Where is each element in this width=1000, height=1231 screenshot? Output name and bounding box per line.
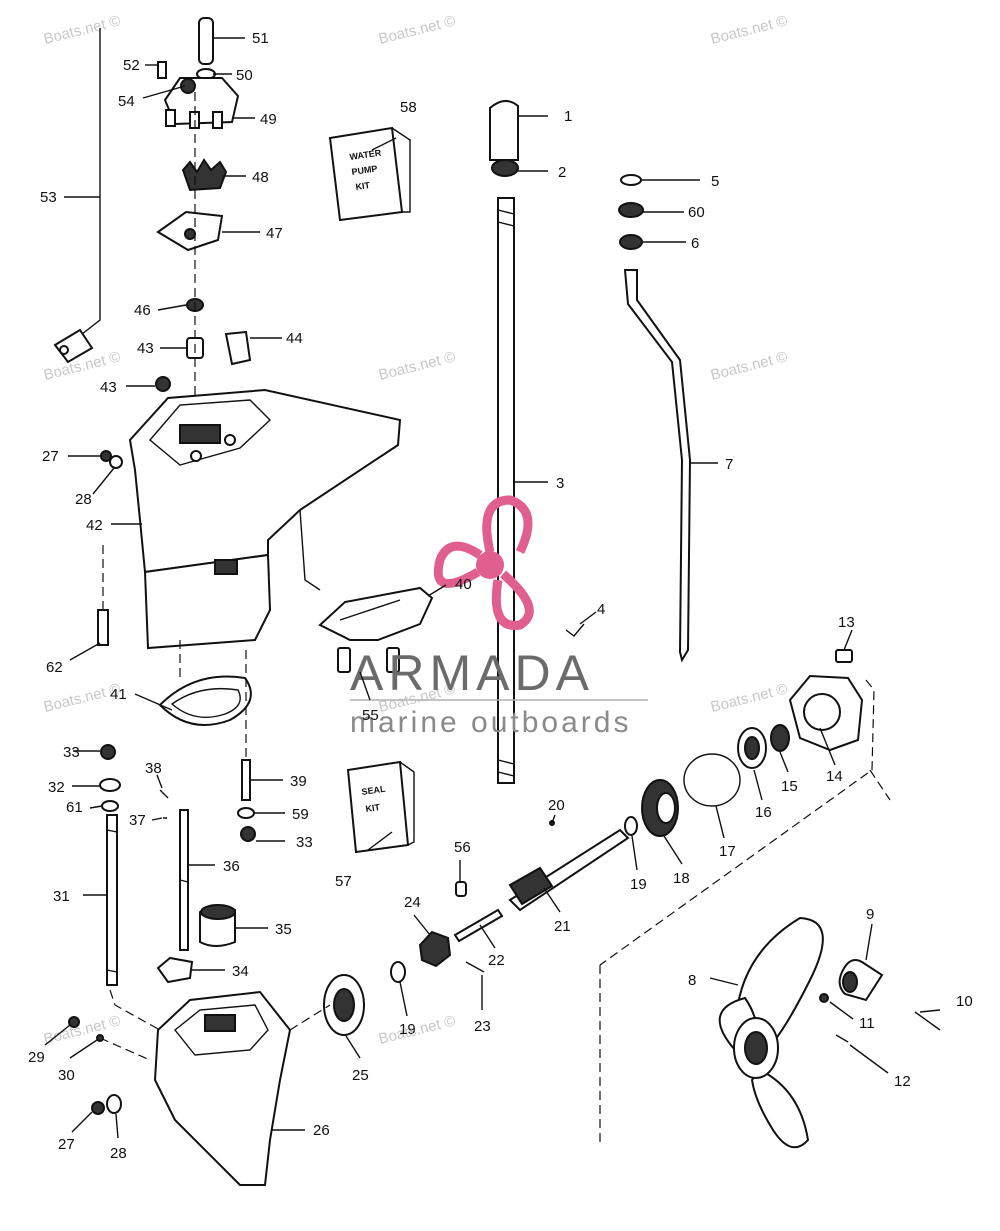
part-label: 59 bbox=[292, 806, 309, 823]
part-label: 18 bbox=[673, 870, 690, 887]
part-label: 10 bbox=[956, 993, 973, 1010]
part-label: 33 bbox=[63, 744, 80, 761]
part-label: 62 bbox=[46, 659, 63, 676]
part-label: 46 bbox=[134, 302, 151, 319]
part-label: 38 bbox=[145, 760, 162, 777]
part-label: 7 bbox=[725, 456, 733, 473]
shift-rod-7 bbox=[618, 174, 692, 663]
part-label: 6 bbox=[691, 235, 699, 252]
part-label: 8 bbox=[688, 972, 696, 989]
part-label: 29 bbox=[28, 1049, 45, 1066]
logo-name: ARMADA bbox=[350, 645, 594, 701]
driveshaft-housing-42 bbox=[128, 388, 402, 650]
part-label: 52 bbox=[123, 57, 140, 74]
part-label: 53 bbox=[40, 189, 57, 206]
part-label: 24 bbox=[404, 894, 421, 911]
watermark: Boats.net © bbox=[709, 680, 789, 716]
watermark: Boats.net © bbox=[42, 1012, 122, 1048]
part-label: 50 bbox=[236, 67, 253, 84]
part-label: 42 bbox=[86, 517, 103, 534]
kit-label-line: PUMP bbox=[351, 163, 378, 177]
part-label: 13 bbox=[838, 614, 855, 631]
kit-label-line: KIT bbox=[365, 802, 381, 814]
water-pump-kit-58: WATER PUMP KIT bbox=[328, 126, 411, 222]
part-label: 37 bbox=[129, 812, 146, 829]
part-label: 40 bbox=[455, 576, 472, 593]
part-label: 34 bbox=[232, 963, 249, 980]
gearcase-26 bbox=[153, 990, 292, 1186]
part-label: 49 bbox=[260, 111, 277, 128]
part-label: 27 bbox=[58, 1136, 75, 1153]
water-intake-40 bbox=[318, 586, 434, 673]
part-label: 9 bbox=[866, 906, 874, 923]
part-label: 31 bbox=[53, 888, 70, 905]
propeller-shaft-21 bbox=[323, 820, 630, 1036]
part-label: 28 bbox=[110, 1145, 127, 1162]
part-label: 60 bbox=[688, 204, 705, 221]
part-labels: 51 50 52 54 49 48 47 46 43 44 43 53 27 2… bbox=[28, 30, 973, 1162]
part-label: 54 bbox=[118, 93, 135, 110]
part-label: 5 bbox=[711, 173, 719, 190]
part-label: 17 bbox=[719, 843, 736, 860]
kit-label-line: WATER bbox=[349, 148, 382, 162]
part-label: 55 bbox=[362, 707, 379, 724]
part-label: 41 bbox=[110, 686, 127, 703]
part-label: 3 bbox=[556, 475, 564, 492]
watermark: Boats.net © bbox=[709, 12, 789, 48]
part-label: 48 bbox=[252, 169, 269, 186]
watermark: Boats.net © bbox=[377, 12, 457, 48]
watermark: Boats.net © bbox=[377, 348, 457, 384]
part-label: 26 bbox=[313, 1122, 330, 1139]
watermark: Boats.net © bbox=[709, 348, 789, 384]
seal-kit-57: SEAL KIT bbox=[346, 760, 415, 854]
propeller-8 bbox=[718, 916, 941, 1149]
part-label: 23 bbox=[474, 1018, 491, 1035]
part-label: 36 bbox=[223, 858, 240, 875]
kit-label-line: KIT bbox=[355, 180, 371, 192]
propeller-emblem bbox=[433, 495, 534, 630]
part-label: 20 bbox=[548, 797, 565, 814]
part-label: 11 bbox=[859, 1015, 875, 1032]
part-label: 32 bbox=[48, 779, 65, 796]
part-label: 58 bbox=[400, 99, 417, 116]
watermark: Boats.net © bbox=[377, 1012, 457, 1048]
part-label: 19 bbox=[399, 1021, 416, 1038]
shift-rod-53 bbox=[53, 28, 101, 364]
armada-logo: ARMADA marine outboards bbox=[350, 495, 648, 739]
part-label: 61 bbox=[66, 799, 83, 816]
bearing-carrier-14 bbox=[624, 649, 864, 837]
part-label: 56 bbox=[454, 839, 471, 856]
part-label: 14 bbox=[826, 768, 843, 785]
part-label: 57 bbox=[335, 873, 352, 890]
part-label: 1 bbox=[564, 108, 572, 125]
part-label: 30 bbox=[58, 1067, 75, 1084]
part-label: 43 bbox=[137, 340, 154, 357]
watermark: Boats.net © bbox=[42, 12, 122, 48]
part-label: 51 bbox=[252, 30, 269, 47]
water-pump-assembly bbox=[155, 17, 252, 440]
part-label: 19 bbox=[630, 876, 647, 893]
leader-lines bbox=[44, 37, 941, 1139]
kit-label-line: SEAL bbox=[361, 784, 387, 797]
part-label: 22 bbox=[488, 952, 505, 969]
part-label: 16 bbox=[755, 804, 772, 821]
part-label: 15 bbox=[781, 778, 798, 795]
part-label: 2 bbox=[558, 164, 566, 181]
part-label: 28 bbox=[75, 491, 92, 508]
part-label: 33 bbox=[296, 834, 313, 851]
part-label: 44 bbox=[286, 330, 303, 347]
part-label: 21 bbox=[554, 918, 571, 935]
logo-tagline: marine outboards bbox=[350, 706, 631, 739]
part-label: 47 bbox=[266, 225, 283, 242]
part-label: 25 bbox=[352, 1067, 369, 1084]
part-label: 43 bbox=[100, 379, 117, 396]
lower-studs bbox=[99, 744, 256, 986]
part-label: 35 bbox=[275, 921, 292, 938]
part-label: 4 bbox=[597, 601, 605, 618]
part-label: 12 bbox=[894, 1073, 911, 1090]
part-label: 27 bbox=[42, 448, 59, 465]
driveshaft-3 bbox=[489, 100, 519, 784]
part-label: 39 bbox=[290, 773, 307, 790]
